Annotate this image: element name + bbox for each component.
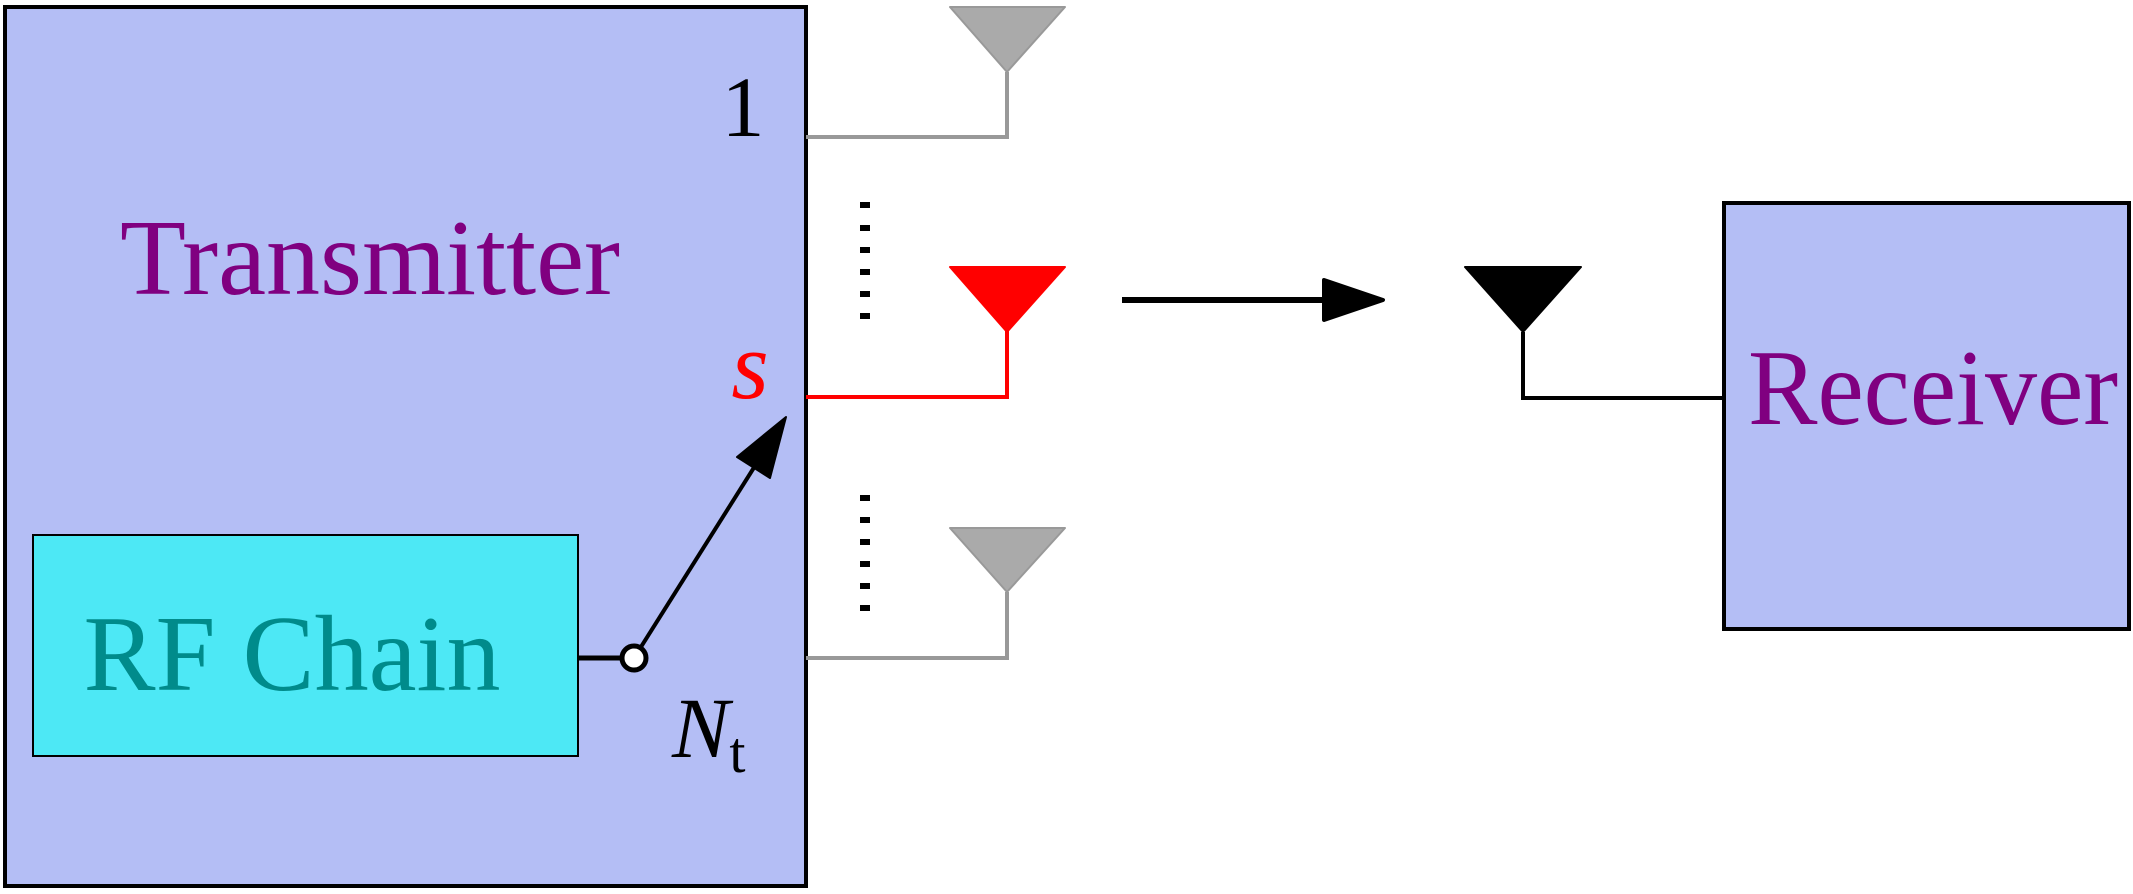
rf-chain-box	[32, 534, 579, 757]
ellipsis-lower	[860, 495, 870, 611]
antenna-index-1: 1	[722, 59, 765, 155]
receiver-antenna[interactable]	[1464, 266, 1724, 400]
antenna-1-icon	[949, 6, 1066, 73]
antenna-index-nt-main: N	[671, 680, 734, 776]
rf-chain-label: RF Chain	[83, 595, 500, 714]
antenna-1[interactable]	[806, 6, 1066, 139]
propagation-arrow-head	[1322, 278, 1385, 322]
switch-arrowhead	[736, 416, 787, 479]
ellipsis-upper	[860, 202, 870, 319]
antenna-s-feed	[806, 330, 1009, 399]
receiver-label: Receiver	[1748, 329, 2118, 448]
antenna-1-feed	[806, 72, 1009, 139]
antenna-s[interactable]	[806, 266, 1066, 399]
antenna-nt-icon	[949, 527, 1066, 593]
transmitter-label: Transmitter	[120, 199, 620, 318]
antenna-index-nt: Nt	[671, 680, 746, 785]
antenna-index-s: s	[731, 312, 768, 419]
antenna-index-nt-sub: t	[729, 720, 745, 785]
antenna-nt-feed	[806, 592, 1009, 660]
receiver-antenna-icon	[1464, 266, 1582, 333]
antenna-nt[interactable]	[806, 527, 1066, 660]
switch-pivot[interactable]	[619, 643, 649, 673]
receiver-box	[1722, 201, 2131, 631]
antenna-s-icon	[949, 266, 1066, 333]
receiver-antenna-feed	[1521, 332, 1724, 400]
switch-arm	[632, 456, 762, 660]
